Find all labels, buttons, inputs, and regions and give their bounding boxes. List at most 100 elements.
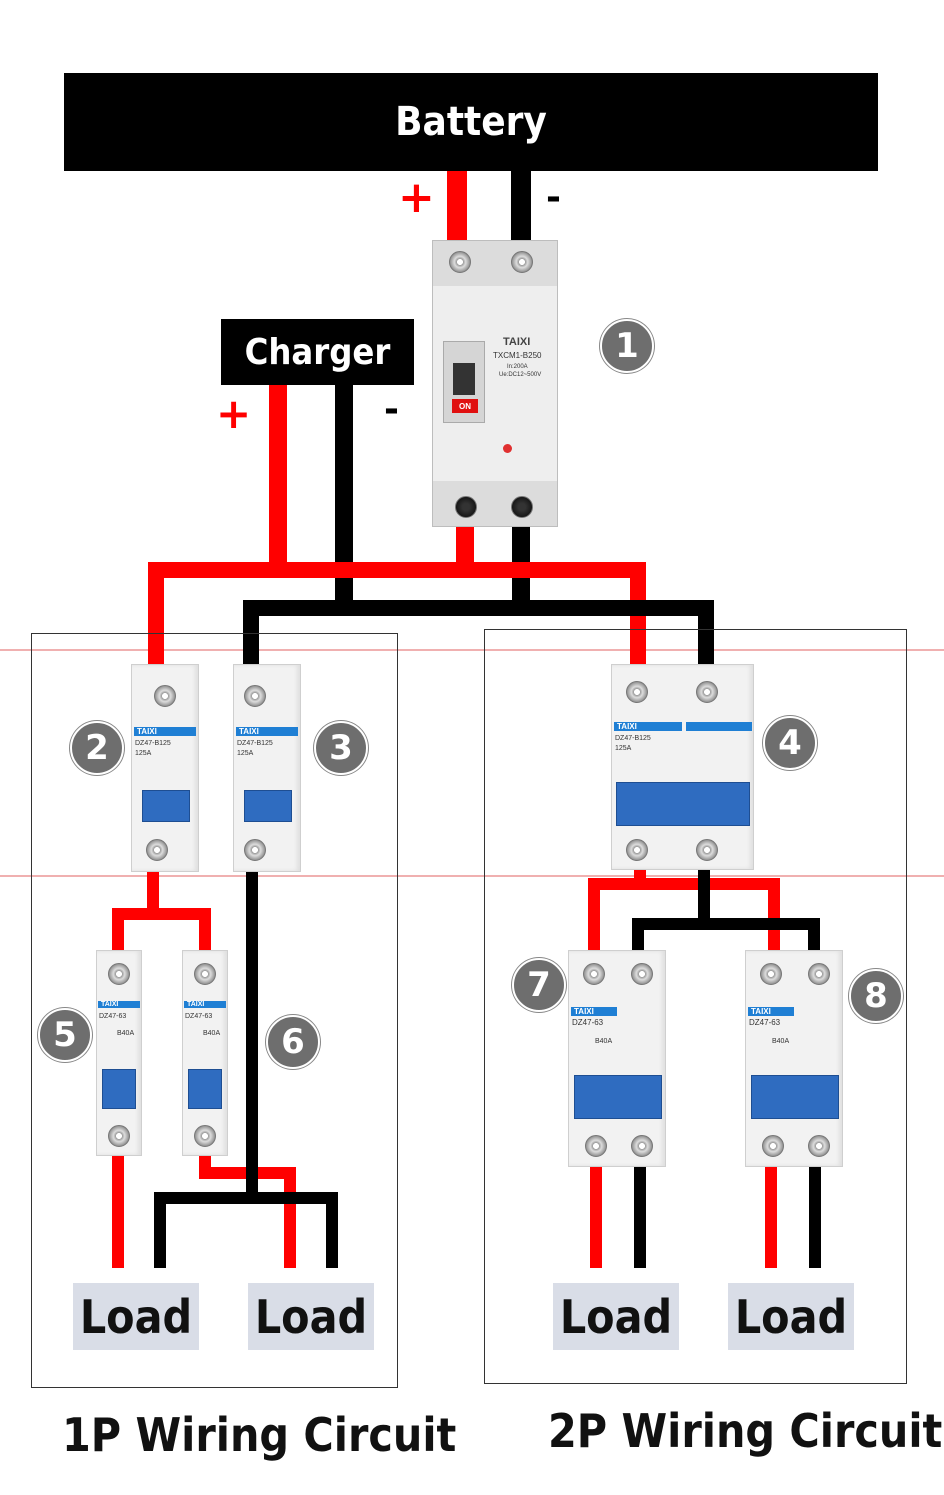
mcb-8-screw-bottom-right — [808, 1135, 830, 1157]
mcb4-negative-split — [632, 918, 820, 955]
mcb-5a-brand: TAIXI — [98, 1001, 140, 1008]
mcb-5a-model: DZ47-63 — [99, 1013, 127, 1020]
mcb-3-brand: TAIXI — [236, 727, 298, 736]
mcb-5a-screw-bottom — [108, 1125, 130, 1147]
caption-2p-wiring: 2P Wiring Circuit — [548, 1404, 943, 1458]
mcb-8-handle — [751, 1075, 839, 1119]
frame-2p-circuit — [484, 629, 907, 1384]
badge-3: 3 — [314, 721, 368, 775]
mcb-7-screw-bottom-left — [585, 1135, 607, 1157]
mcb-3-model: DZ47-B125 — [237, 740, 273, 747]
mcb-8-screw-top-right — [808, 963, 830, 985]
mcb-4-strip-right — [686, 722, 752, 731]
mccb-screw-bottom-right — [511, 496, 533, 518]
mccb-rating-line2: Ue:DC12~500V — [499, 372, 542, 378]
load-box-1: Load — [73, 1283, 199, 1350]
badge-5: 5 — [38, 1008, 92, 1062]
mcb-4-brand: TAIXI — [614, 722, 682, 731]
battery-banner: Battery — [64, 73, 878, 171]
mcb-4-screw-top-left — [626, 681, 648, 703]
negative-bus — [243, 600, 714, 665]
mcb-4-screw-top-right — [696, 681, 718, 703]
mcb-8-screw-bottom-left — [762, 1135, 784, 1157]
mcb-7-handle — [574, 1075, 662, 1119]
mcb-5b-breaker: TAIXI DZ47-63 B40A — [182, 950, 228, 1156]
badge-8: 8 — [849, 969, 903, 1023]
mcb-2-model: DZ47-B125 — [135, 740, 171, 747]
mccb-brand: TAIXI — [503, 336, 531, 348]
mcb-3-rating: 125A — [237, 750, 254, 757]
negative-load-split — [154, 1192, 338, 1268]
mcb-5b-rating: B40A — [203, 1030, 221, 1037]
mcb-2-rating: 125A — [135, 750, 152, 757]
mcb-5a-handle — [102, 1069, 136, 1109]
mccb-rating-line1: In:200A — [507, 364, 528, 370]
mcb-5a-breaker: TAIXI DZ47-63 B40A — [96, 950, 142, 1156]
positive-bus — [148, 562, 646, 665]
mcb-4-rating: 125A — [615, 745, 632, 752]
mcb-5b-screw-bottom — [194, 1125, 216, 1147]
badge-6: 6 — [266, 1015, 320, 1069]
mcb-3-handle — [244, 790, 292, 822]
mcb-8-breaker: TAIXI DZ47-63 B40A — [745, 950, 843, 1167]
mcb-8-screw-top-left — [760, 963, 782, 985]
mccb-bottom-terminal — [433, 481, 557, 526]
mccb-model: TXCM1-B250 — [493, 351, 542, 360]
mcb-7-breaker: TAIXI DZ47-63 B40A — [568, 950, 666, 1167]
charger-banner: Charger — [221, 319, 414, 385]
mcb-7-screw-top-right — [631, 963, 653, 985]
load-box-2: Load — [248, 1283, 374, 1350]
load-label-4: Load — [734, 1289, 848, 1344]
mcb-7-model: DZ47-63 — [572, 1018, 604, 1027]
mcb-5b-brand: TAIXI — [184, 1001, 226, 1008]
mcb-5b-screw-top — [194, 963, 216, 985]
mcb-3-breaker: TAIXI DZ47-B125 125A — [233, 664, 301, 872]
charger-plus-sign: + — [216, 389, 252, 438]
load-label-1: Load — [79, 1289, 193, 1344]
mcb-4-breaker: TAIXI DZ47-B125 125A — [611, 664, 754, 870]
caption-1p-wiring: 1P Wiring Circuit — [62, 1408, 457, 1462]
mcb-5a-rating: B40A — [117, 1030, 135, 1037]
mcb-5a-screw-top — [108, 963, 130, 985]
badge-4: 4 — [763, 716, 817, 770]
badge-2: 2 — [70, 721, 124, 775]
mcb-7-screw-top-left — [583, 963, 605, 985]
mcb-4-model: DZ47-B125 — [615, 735, 651, 742]
mccb-screw-top-left — [449, 251, 471, 273]
mcb-4-screw-bottom-left — [626, 839, 648, 861]
mccb-screw-top-right — [511, 251, 533, 273]
mcb-8-rating: B40A — [772, 1038, 790, 1045]
badge-7: 7 — [512, 958, 566, 1012]
mccb-red-indicator — [503, 444, 512, 453]
mcb2-split — [112, 908, 211, 955]
battery-label: Battery — [395, 99, 547, 145]
mcb-8-model: DZ47-63 — [749, 1018, 781, 1027]
mcb-2-handle — [142, 790, 190, 822]
mcb-2-brand: TAIXI — [134, 727, 196, 736]
mccb-on-indicator: ON — [452, 399, 478, 413]
mcb-7-rating: B40A — [595, 1038, 613, 1045]
mcb-2-screw-bottom — [146, 839, 168, 861]
mcb-4-handle — [616, 782, 750, 826]
mcb-5b-handle — [188, 1069, 222, 1109]
charger-label: Charger — [244, 331, 391, 373]
load-box-3: Load — [553, 1283, 679, 1350]
load-label-3: Load — [559, 1289, 673, 1344]
load-label-2: Load — [254, 1289, 368, 1344]
mcb-3-screw-top — [244, 685, 266, 707]
mcb-7-screw-bottom-right — [631, 1135, 653, 1157]
load-box-4: Load — [728, 1283, 854, 1350]
mcb-5b-model: DZ47-63 — [185, 1013, 213, 1020]
charger-minus-sign: - — [384, 389, 399, 430]
badge-1: 1 — [600, 319, 654, 373]
mcb-8-brand: TAIXI — [748, 1007, 794, 1016]
mcb-4-screw-bottom-right — [696, 839, 718, 861]
mcb-7-brand: TAIXI — [571, 1007, 617, 1016]
mccb-handle — [453, 363, 475, 395]
mcb-2-screw-top — [154, 685, 176, 707]
frame-1p-circuit — [31, 633, 398, 1388]
mcb-3-screw-bottom — [244, 839, 266, 861]
battery-plus-sign: + — [398, 172, 435, 223]
mccb-on-text: ON — [459, 401, 471, 411]
